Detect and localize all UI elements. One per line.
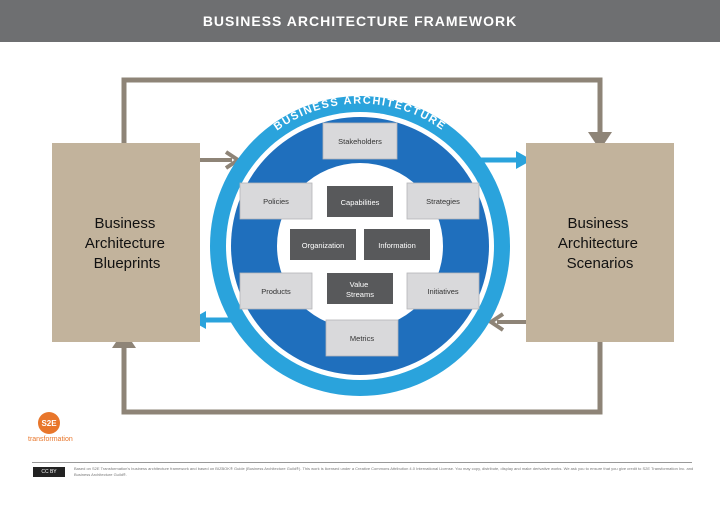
value-streams-tile	[327, 273, 393, 304]
footer-divider	[32, 462, 692, 463]
strategies-label: Strategies	[426, 197, 460, 206]
initiatives-tile	[406, 272, 480, 310]
blueprints-box	[52, 143, 200, 342]
organization-tile	[290, 229, 356, 260]
footer-text: Based on S2E Transformation's business a…	[74, 466, 694, 477]
scenarios-box	[526, 143, 674, 342]
products-label: Products	[261, 287, 291, 296]
value-streams-label: Value Streams	[346, 280, 374, 299]
blueprints-label: Business Architecture Blueprints	[85, 215, 169, 272]
strategies-tile	[406, 182, 480, 220]
initiatives-label: Initiatives	[427, 287, 459, 296]
stakeholders-tile	[322, 122, 398, 160]
right-out-arrowhead	[516, 151, 532, 169]
header-bar: BUSINESS ARCHITECTURE FRAMEWORK	[0, 0, 720, 42]
metrics-label: Metrics	[350, 334, 374, 343]
page-title: BUSINESS ARCHITECTURE FRAMEWORK	[202, 13, 518, 29]
bottom-loop-line	[121, 342, 603, 415]
right-in-arrowhead	[487, 312, 505, 332]
license-badge: CC BY	[33, 467, 65, 477]
metrics-tile	[325, 319, 399, 357]
s2e-logo: S2E transformation	[28, 412, 88, 457]
logo-text: transformation	[28, 436, 73, 443]
information-tile	[364, 229, 430, 260]
stakeholders-label: Stakeholders	[338, 137, 382, 146]
top-loop-arrowhead	[588, 132, 612, 150]
policies-label: Policies	[263, 197, 289, 206]
capabilities-tile	[327, 186, 393, 217]
logo-mark: S2E	[38, 412, 60, 434]
inner-white-disc	[277, 163, 443, 329]
capabilities-label: Capabilities	[341, 198, 380, 207]
products-tile	[239, 272, 313, 310]
scenarios-label: Business Architecture Scenarios	[558, 215, 642, 272]
information-label: Information	[378, 241, 416, 250]
policies-tile	[239, 182, 313, 220]
top-loop-line	[121, 77, 603, 143]
feedback-loop	[121, 77, 603, 415]
organization-label: Organization	[302, 241, 345, 250]
